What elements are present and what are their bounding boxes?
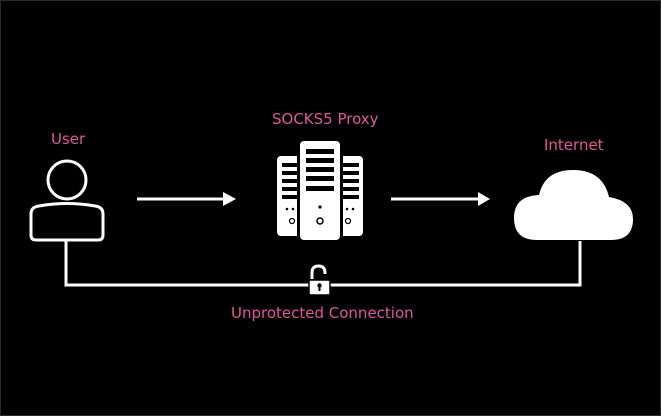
unprotected-connection-line [64, 240, 582, 287]
internet-label: Internet [544, 136, 604, 154]
arrow-user-to-proxy [137, 192, 236, 206]
cloud-icon [514, 169, 633, 240]
user-icon [29, 159, 105, 242]
unlocked-padlock-icon [308, 264, 331, 296]
user-label: User [51, 130, 86, 148]
proxy-label: SOCKS5 Proxy [272, 110, 379, 128]
connection-label: Unprotected Connection [231, 304, 414, 322]
arrow-proxy-to-internet [391, 192, 490, 206]
server-rack-icon [277, 139, 363, 243]
